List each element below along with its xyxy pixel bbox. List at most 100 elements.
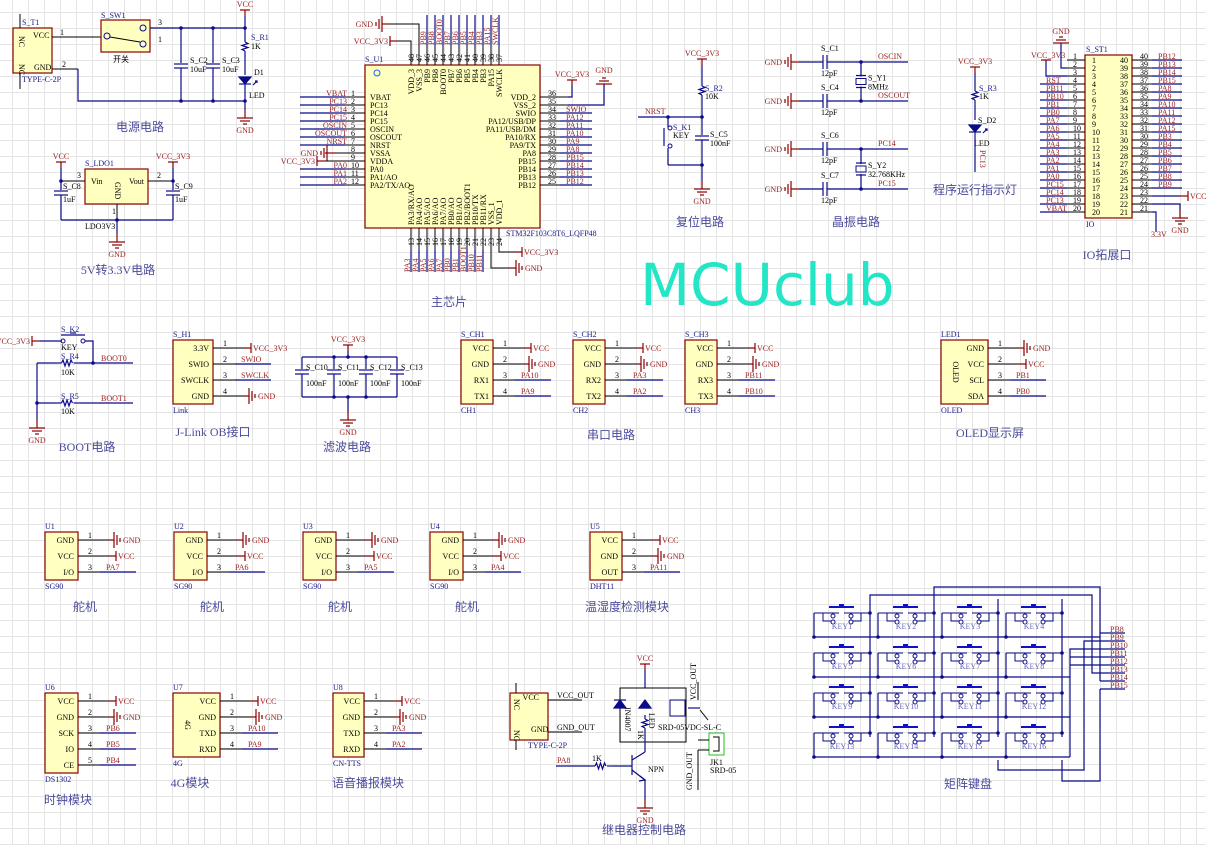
switch-contact-icon: [912, 619, 918, 625]
pin-num: 2: [157, 171, 161, 180]
net-label: PA1: [334, 169, 348, 178]
switch-contact-icon: [848, 739, 854, 745]
npn-label: NPN: [648, 765, 664, 774]
key-label: KEY2: [896, 622, 916, 631]
net-label: PC15: [878, 179, 896, 188]
pin-num: 40: [471, 54, 480, 62]
pin-num: 3: [77, 171, 81, 180]
junction-dot: [876, 635, 880, 639]
pin-name: NC: [17, 36, 26, 47]
cap-val: 12pF: [821, 69, 838, 78]
gnd-label: GND: [762, 360, 780, 369]
header-ref: S_ST1: [1086, 45, 1108, 54]
pin-num: 40: [1140, 52, 1148, 61]
net-label: OSCIN: [323, 121, 347, 130]
switch-contact-icon: [848, 659, 854, 665]
wire: [568, 84, 605, 106]
pin-num: 43: [447, 54, 456, 62]
key-label: KEY11: [958, 702, 982, 711]
pin-num: 22: [479, 238, 488, 246]
vcc-label: VCC: [662, 536, 678, 545]
net-label: PA8: [566, 145, 580, 154]
switch-contact-icon: [958, 699, 964, 705]
pin-num: 37: [495, 54, 504, 62]
net-label: PA11: [566, 121, 583, 130]
pin-name: RXD: [199, 745, 216, 754]
key-label: KEY: [673, 131, 690, 140]
net-label: PB6: [106, 724, 120, 733]
resistor-val: 1K: [251, 42, 261, 51]
pin-name: 19: [1092, 200, 1100, 209]
wire: [631, 751, 646, 761]
net-label: PA2: [392, 740, 406, 749]
resistor-icon: [240, 41, 250, 52]
net-label: PB8: [1158, 172, 1172, 181]
gnd-label: GND: [339, 428, 357, 437]
resistor-ref: S_R2: [705, 84, 723, 93]
pin-num: 2: [351, 97, 355, 106]
pin-num: 4: [88, 740, 92, 749]
cap-ref: S_C7: [821, 171, 839, 180]
key-contact-icon: [1006, 612, 1062, 622]
cap-ref: S_C13: [401, 363, 423, 372]
vcc-label: VCC: [53, 152, 69, 161]
net-label: SWIO: [566, 105, 587, 114]
pin-num: 4: [615, 387, 619, 396]
junction-dot: [211, 99, 215, 103]
keypad-key: [1006, 644, 1062, 665]
ldo-ref: S_LDO1: [85, 159, 114, 168]
junction-dot: [812, 715, 816, 719]
pin-num: 1: [60, 28, 64, 37]
key-contact-icon: [878, 732, 934, 742]
pin-num: 34: [1140, 100, 1148, 109]
pin-num: 13: [407, 238, 416, 246]
net-label: NRST: [645, 107, 666, 116]
pin-name: CE: [64, 761, 74, 770]
pin-num: 27: [1140, 156, 1148, 165]
pin-name: 30: [1120, 136, 1128, 145]
pin-name: GND: [584, 360, 602, 369]
section-title: OLED显示屏: [956, 426, 1024, 440]
gnd-label: GND: [258, 392, 276, 401]
junction-dot: [1004, 715, 1008, 719]
net-label: PA10: [566, 129, 584, 138]
pin-name: IO: [66, 745, 75, 754]
switch-contact-icon: [894, 619, 900, 625]
pin-num: 2: [632, 547, 636, 556]
pin-name: SWCLK: [495, 69, 504, 97]
crystal-ref: S_Y1: [868, 74, 886, 83]
pin-name: VCC: [523, 693, 539, 702]
section-title: 舵机: [73, 599, 97, 614]
pin-num: 11: [1073, 132, 1081, 141]
switch-contact-icon: [830, 613, 836, 619]
switch-contact-icon: [894, 733, 900, 739]
pin-name: 6: [1092, 96, 1096, 105]
pin-name: PB12: [518, 181, 536, 190]
module-ref: LED1: [941, 330, 961, 339]
crystal-val: 8MHz: [868, 83, 889, 92]
pin-num: 36: [1140, 84, 1148, 93]
net-label: PA7: [1046, 116, 1060, 125]
vcc-label: VCC: [118, 697, 134, 706]
pin-num: 23: [1140, 188, 1148, 197]
net-label: PA10: [521, 371, 539, 380]
vcc-label: VCC: [118, 552, 134, 561]
cap-ref: S_C4: [821, 83, 839, 92]
module-footer: OLED: [941, 406, 963, 415]
pin-num: 10: [1073, 124, 1081, 133]
pin-num: 44: [439, 54, 448, 62]
pin-name: RXD: [343, 745, 360, 754]
pin-name: BOOT0: [439, 69, 448, 95]
section-title: 温湿度检测模块: [585, 599, 669, 614]
switch-contact-icon: [912, 659, 918, 665]
net-label: PA9: [1158, 92, 1172, 101]
net-label: PA4: [1046, 140, 1060, 149]
net-label: PB7: [443, 31, 452, 45]
gnd-label: GND: [508, 536, 526, 545]
diode-label: IN4007: [623, 707, 632, 731]
cap-ref: S_C12: [370, 363, 392, 372]
net-label: PB4: [106, 756, 120, 765]
led-icon: [967, 124, 983, 133]
vcc-label: VCC_3V3: [555, 70, 589, 79]
net-label: SWIO: [241, 355, 262, 364]
